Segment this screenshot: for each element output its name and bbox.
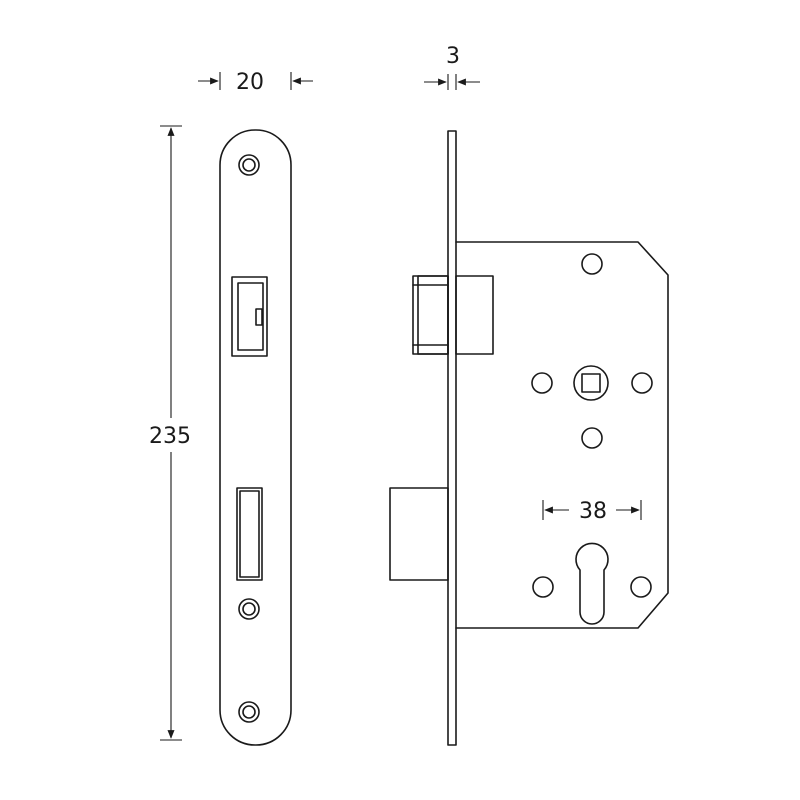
middle-screw-hole bbox=[238, 598, 260, 620]
deadbolt bbox=[389, 487, 449, 581]
faceplate-edge bbox=[447, 130, 457, 746]
mounting-hole-bottom-right bbox=[630, 576, 652, 598]
cylinder-cutout bbox=[575, 542, 609, 625]
mounting-hole-right bbox=[631, 372, 653, 394]
dimension-backset: 38 bbox=[542, 499, 642, 524]
latch-bolt-opening bbox=[231, 276, 268, 357]
dimension-width: 20 bbox=[198, 70, 313, 95]
mounting-hole-top bbox=[581, 253, 603, 275]
faceplate-outline bbox=[219, 129, 292, 746]
dimension-backset-label: 38 bbox=[579, 499, 607, 524]
dimension-height-label: 235 bbox=[149, 424, 191, 449]
mounting-hole-bottom-left bbox=[532, 576, 554, 598]
lock-body-side-view bbox=[389, 130, 669, 746]
latch-bolt bbox=[412, 275, 494, 355]
dimension-width-label: 20 bbox=[236, 70, 264, 95]
spindle-follower bbox=[573, 365, 609, 401]
top-screw-hole bbox=[238, 154, 260, 176]
lock-case bbox=[455, 241, 669, 629]
dimension-thickness: 3 bbox=[424, 44, 480, 90]
dimension-thickness-label: 3 bbox=[446, 44, 460, 69]
dimension-height: 235 bbox=[149, 125, 191, 741]
bottom-screw-hole bbox=[238, 701, 260, 723]
faceplate-front-view bbox=[219, 129, 292, 746]
mounting-hole-left bbox=[531, 372, 553, 394]
mounting-hole-middle bbox=[581, 427, 603, 449]
deadbolt-opening bbox=[236, 487, 263, 581]
